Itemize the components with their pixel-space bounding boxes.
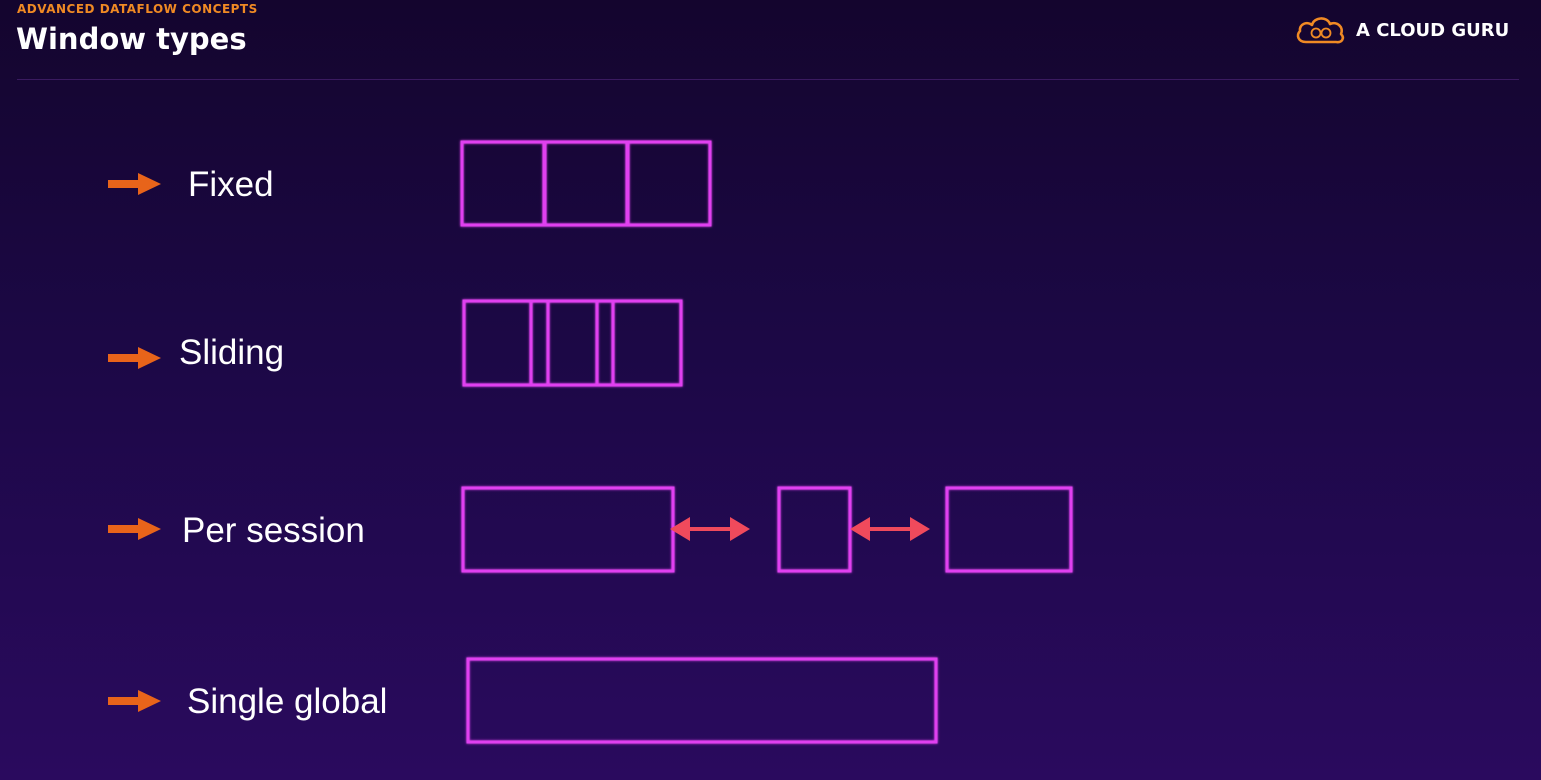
- session-window: [461, 486, 675, 573]
- page-title: Window types: [16, 22, 247, 56]
- label-fixed: Fixed: [188, 165, 274, 204]
- sliding-windows: [462, 299, 683, 387]
- session-window: [777, 486, 852, 573]
- section-overline: ADVANCED DATAFLOW CONCEPTS: [17, 2, 258, 16]
- label-single-global: Single global: [187, 682, 388, 721]
- sliding-window: [595, 299, 683, 387]
- double-arrow-icon: [850, 517, 930, 541]
- brand-logo: A CLOUD GURU: [1293, 12, 1509, 48]
- arrow-right-icon: [108, 347, 161, 369]
- fixed-window: [626, 140, 712, 227]
- label-per-session: Per session: [182, 511, 365, 550]
- arrow-right-icon: [108, 173, 161, 195]
- brand-name: A CLOUD GURU: [1356, 19, 1510, 41]
- session-window: [945, 486, 1073, 573]
- arrow-right-icon: [108, 690, 161, 712]
- arrow-right-icon: [108, 518, 161, 540]
- cloud-icon: [1296, 17, 1345, 44]
- fixed-windows: [460, 140, 712, 227]
- sliding-window: [529, 299, 615, 387]
- fixed-window: [460, 140, 546, 227]
- double-arrow-icon: [670, 517, 750, 541]
- header-divider: [17, 79, 1519, 80]
- label-sliding: Sliding: [179, 333, 285, 372]
- session-gap-arrows: [670, 517, 930, 541]
- sliding-window: [462, 299, 550, 387]
- global-window: [466, 657, 938, 744]
- fixed-window: [543, 140, 629, 227]
- session-windows: [461, 486, 1073, 573]
